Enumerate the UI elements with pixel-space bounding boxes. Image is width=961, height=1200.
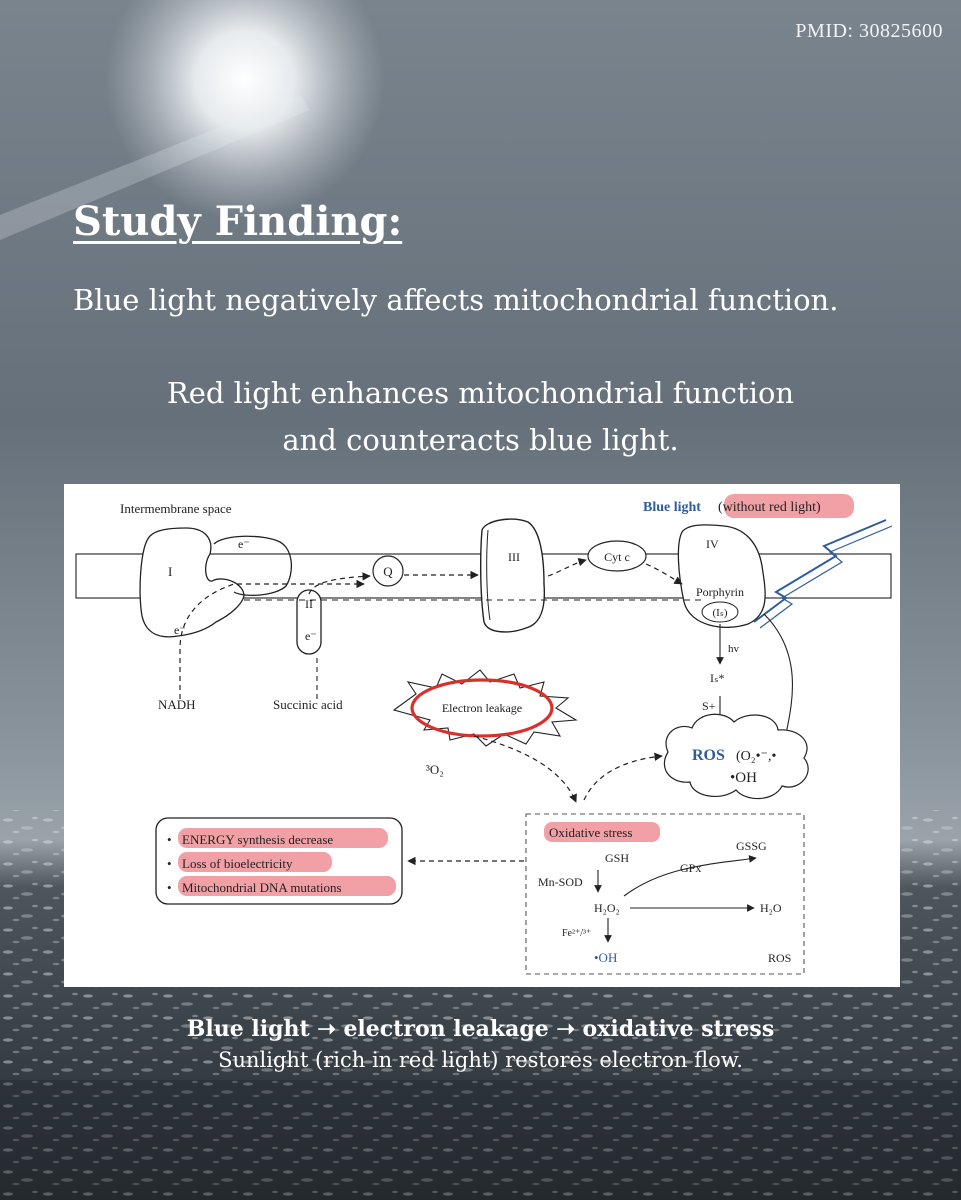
finding-blue-light: Blue light negatively affects mitochondr… — [73, 283, 839, 317]
fe-label: Fe²⁺/³⁺ — [562, 928, 591, 939]
e-minus-label-3: e⁻ — [305, 629, 317, 643]
caption-oxidative-stress: oxidative stress — [582, 1016, 775, 1042]
mitochondria-diagram: Intermembrane space Blue light (without … — [64, 484, 900, 987]
effect-bullet-3: • — [167, 880, 172, 895]
ros-box-label: ROS — [768, 951, 791, 965]
complex-iii — [479, 518, 546, 633]
hv-label: hv — [728, 643, 740, 655]
finding-red-light: Red light enhances mitochondrial functio… — [0, 370, 961, 464]
h2o-label: H₂O — [760, 901, 782, 915]
effect-highlight-1 — [178, 828, 388, 848]
flow-ii-to-q — [308, 572, 371, 595]
ros-cloud — [663, 713, 809, 800]
gssg-label: GSSG — [736, 839, 767, 853]
complex-i — [139, 527, 245, 638]
complex-iii-inner — [486, 529, 491, 621]
caption: Blue light ➝ electron leakage ➝ oxidativ… — [0, 1016, 961, 1072]
complex-ii-label: II — [305, 597, 313, 611]
effect-highlight-2 — [178, 852, 332, 872]
ros-species-label: (O₂•⁻,• — [736, 749, 776, 764]
s-plus-label: S+ — [702, 699, 716, 713]
intermembrane-space-label: Intermembrane space — [120, 501, 232, 516]
stress-to-ros-arrow — [583, 752, 663, 801]
porphyrin-label: Porphyrin — [696, 585, 744, 599]
effect-bullet-2: • — [167, 856, 172, 871]
blue-light-label: Blue light — [643, 500, 701, 515]
porphyrin-is-label: (Iₛ) — [712, 607, 727, 619]
e-minus-label-2: e⁻ — [174, 623, 186, 637]
h2o2-label: H₂O₂ — [594, 901, 620, 915]
gsh-label: GSH — [605, 851, 629, 865]
gsh-to-gssg-arrow — [623, 855, 757, 897]
blue-light-bolt-2 — [759, 525, 893, 629]
complex-i-label: I — [168, 564, 172, 579]
complex-iv — [677, 524, 766, 628]
blue-light-bolt — [753, 519, 887, 623]
flow-nadh-to-i — [179, 579, 365, 699]
ros-title: ROS — [692, 747, 725, 764]
q-label: Q — [383, 564, 393, 579]
ros-oh-label: •OH — [730, 770, 757, 786]
porphyrin-is — [701, 601, 739, 623]
electron-leakage-circle — [410, 678, 554, 738]
effect-bullet-1: • — [167, 832, 172, 847]
arrow-icon: ➝ — [556, 1016, 575, 1042]
oxidative-stress-label: Oxidative stress — [549, 825, 632, 840]
caption-line-2: Sunlight (rich in red light) restores el… — [218, 1048, 743, 1072]
complex-i-arm — [213, 535, 292, 597]
highlight-without-red-light — [724, 494, 854, 518]
effect-item-1: ENERGY synthesis decrease — [182, 832, 333, 847]
complex-iv-label: IV — [706, 537, 719, 551]
flow-cytc-to-iv — [645, 563, 683, 585]
effect-item-2: Loss of bioelectricity — [182, 856, 293, 871]
oxygen-label: ³O₂ — [426, 762, 444, 777]
caption-electron-leakage: electron leakage — [343, 1016, 549, 1042]
succinic-acid-label: Succinic acid — [273, 697, 343, 712]
cytochrome-c — [587, 540, 647, 572]
e-minus-label-1: e⁻ — [238, 537, 250, 551]
ubiquinone-q — [372, 555, 404, 587]
complex-iii-label: III — [508, 550, 520, 564]
cyt-c-label: Cyt c — [604, 550, 630, 564]
mn-sod-label: Mn-SOD — [538, 875, 583, 889]
oxidative-stress-highlight — [544, 822, 660, 842]
finding-red-light-line-2: and counteracts blue light. — [282, 423, 679, 457]
pmid-label: PMID: 30825600 — [795, 20, 943, 42]
effect-highlight-3 — [178, 876, 396, 896]
oxidative-stress-box — [525, 813, 805, 975]
finding-red-light-line-1: Red light enhances mitochondrial functio… — [166, 376, 795, 410]
iv-to-ros-line — [763, 613, 793, 735]
electron-leakage-label: Electron leakage — [442, 701, 522, 715]
flow-iii-to-cytc — [547, 558, 587, 577]
arrow-icon: ➝ — [317, 1016, 336, 1042]
without-red-light-label: (without red light) — [718, 500, 821, 515]
page-title: Study Finding: — [73, 198, 403, 245]
effect-item-3: Mitochondrial DNA mutations — [182, 880, 342, 895]
complex-ii — [296, 589, 322, 655]
is-star-label: Iₛ* — [710, 671, 724, 685]
nadh-label: NADH — [158, 697, 196, 712]
leak-to-stress-arrow — [473, 735, 577, 803]
caption-blue-light: Blue light — [186, 1016, 310, 1042]
oh-radical-label: •OH — [594, 950, 617, 965]
caption-line-1: Blue light ➝ electron leakage ➝ oxidativ… — [0, 1016, 961, 1042]
